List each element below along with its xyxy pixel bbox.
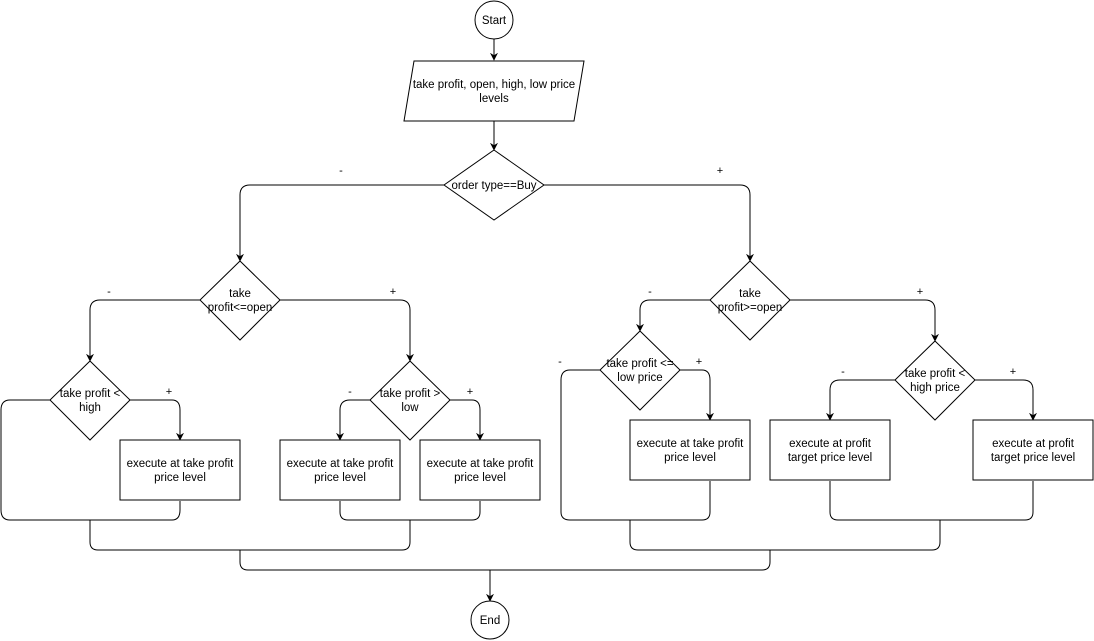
tp-le-open-no-sign: - [107, 286, 111, 298]
start-label: Start [482, 15, 507, 27]
tp-lt-high-left-yes-sign: + [166, 386, 172, 398]
exec-tp-4-line-1: execute at take profit [637, 438, 745, 450]
exec-tp-box-1: execute at take profit price level [119, 439, 241, 501]
tp-lt-high-right-yes-sign: + [1010, 366, 1016, 378]
edge-tp-le-open-yes [280, 299, 414, 362]
edge-final-merge [239, 550, 771, 571]
tp-lt-high-left-decision: take profit < high [49, 360, 131, 441]
input-label-line-2: levels [479, 93, 509, 105]
edge-tp-gt-low-merge [339, 501, 481, 521]
exec-tp-1-line-1: execute at take profit [127, 458, 235, 470]
edge-tp-gt-low-yes [450, 399, 484, 441]
exec-tp-3-line-1: execute at take profit [427, 458, 535, 470]
edge-order-yes [544, 184, 754, 262]
tp-gt-low-label-line-1: take profit > [380, 388, 441, 400]
edge-right-merge [629, 520, 941, 551]
tp-le-low-label-line-1: take profit <= [606, 358, 673, 370]
exec-target-1-line-1: execute at profit [789, 438, 872, 450]
exec-target-box-1: execute at profit target price level [769, 419, 891, 481]
exec-tp-1-line-2: price level [154, 472, 206, 484]
exec-tp-2-line-1: execute at take profit [287, 458, 395, 470]
order-type-decision: order type==Buy [443, 149, 545, 221]
edge-tp-le-open-no [86, 299, 200, 362]
tp-lt-high-right-label-line-1: take profit < [905, 368, 966, 380]
edges [0, 39, 1037, 602]
tp-le-low-decision: take profit <= low price [599, 330, 681, 411]
edge-tp-le-low-yes [680, 369, 714, 421]
end-node: End [470, 600, 510, 640]
tp-le-open-label-line-1: take [229, 288, 251, 300]
edge-tp-lt-high-left-yes [130, 399, 184, 441]
exec-tp-2-line-2: price level [314, 472, 366, 484]
exec-tp-3-line-2: price level [454, 472, 506, 484]
tp-le-low-no-sign: - [558, 356, 562, 368]
tp-ge-open-yes-sign: + [917, 286, 923, 298]
order-type-no-sign: - [339, 165, 343, 177]
exec-target-2-line-1: execute at profit [992, 438, 1075, 450]
edge-tp-le-low-no [560, 369, 711, 521]
tp-gt-low-yes-sign: + [467, 386, 473, 398]
edge-tp-lt-high-left-no [0, 399, 181, 521]
tp-ge-open-label-line-2: profit>=open [718, 302, 783, 314]
edge-tp-ge-open-no [636, 299, 710, 332]
exec-tp-box-3: execute at take profit price level [419, 439, 541, 501]
order-type-yes-sign: + [717, 165, 723, 177]
input-parallelogram: take profit, open, high, low price level… [403, 60, 585, 122]
tp-gt-low-no-sign: - [348, 386, 352, 398]
tp-gt-low-decision: take profit > low [369, 360, 451, 441]
tp-le-open-decision: take profit<=open [199, 260, 281, 341]
input-label-line-1: take profit, open, high, low price [413, 79, 575, 91]
tp-lt-high-right-no-sign: - [841, 366, 845, 378]
tp-le-low-yes-sign: + [696, 356, 702, 368]
tp-ge-open-decision: take profit>=open [709, 260, 791, 341]
edge-right-inner-merge [829, 481, 1034, 521]
exec-tp-box-2: execute at take profit price level [279, 439, 401, 501]
exec-target-2-line-2: target price level [991, 452, 1075, 464]
exec-tp-box-4: execute at take profit price level [629, 419, 751, 481]
tp-le-open-label-line-2: profit<=open [208, 302, 273, 314]
start-node: Start [474, 0, 514, 40]
tp-lt-high-left-label-line-1: take profit < [60, 388, 121, 400]
exec-target-box-2: execute at profit target price level [972, 419, 1094, 481]
tp-ge-open-label-line-1: take [739, 288, 761, 300]
edge-tp-ge-open-yes [790, 299, 939, 342]
tp-le-low-label-line-2: low price [617, 372, 662, 384]
tp-lt-high-right-decision: take profit < high price [894, 340, 976, 421]
edge-order-no [236, 184, 444, 262]
order-type-label: order type==Buy [451, 180, 536, 192]
exec-tp-4-line-2: price level [664, 452, 716, 464]
tp-lt-high-right-label-line-2: high price [910, 382, 960, 394]
tp-gt-low-label-line-2: low [401, 402, 419, 414]
tp-le-open-yes-sign: + [390, 286, 396, 298]
edge-tp-lt-high-right-no [826, 379, 895, 421]
edge-left-merge [89, 520, 411, 551]
exec-target-1-line-2: target price level [788, 452, 872, 464]
end-label: End [480, 615, 500, 627]
edge-tp-gt-low-no [336, 399, 370, 441]
edge-tp-lt-high-right-yes [975, 379, 1037, 421]
tp-lt-high-left-label-line-2: high [79, 402, 101, 414]
tp-ge-open-no-sign: - [648, 286, 652, 298]
branch-labels: - + - + - + + - + - + - + [107, 165, 1016, 398]
